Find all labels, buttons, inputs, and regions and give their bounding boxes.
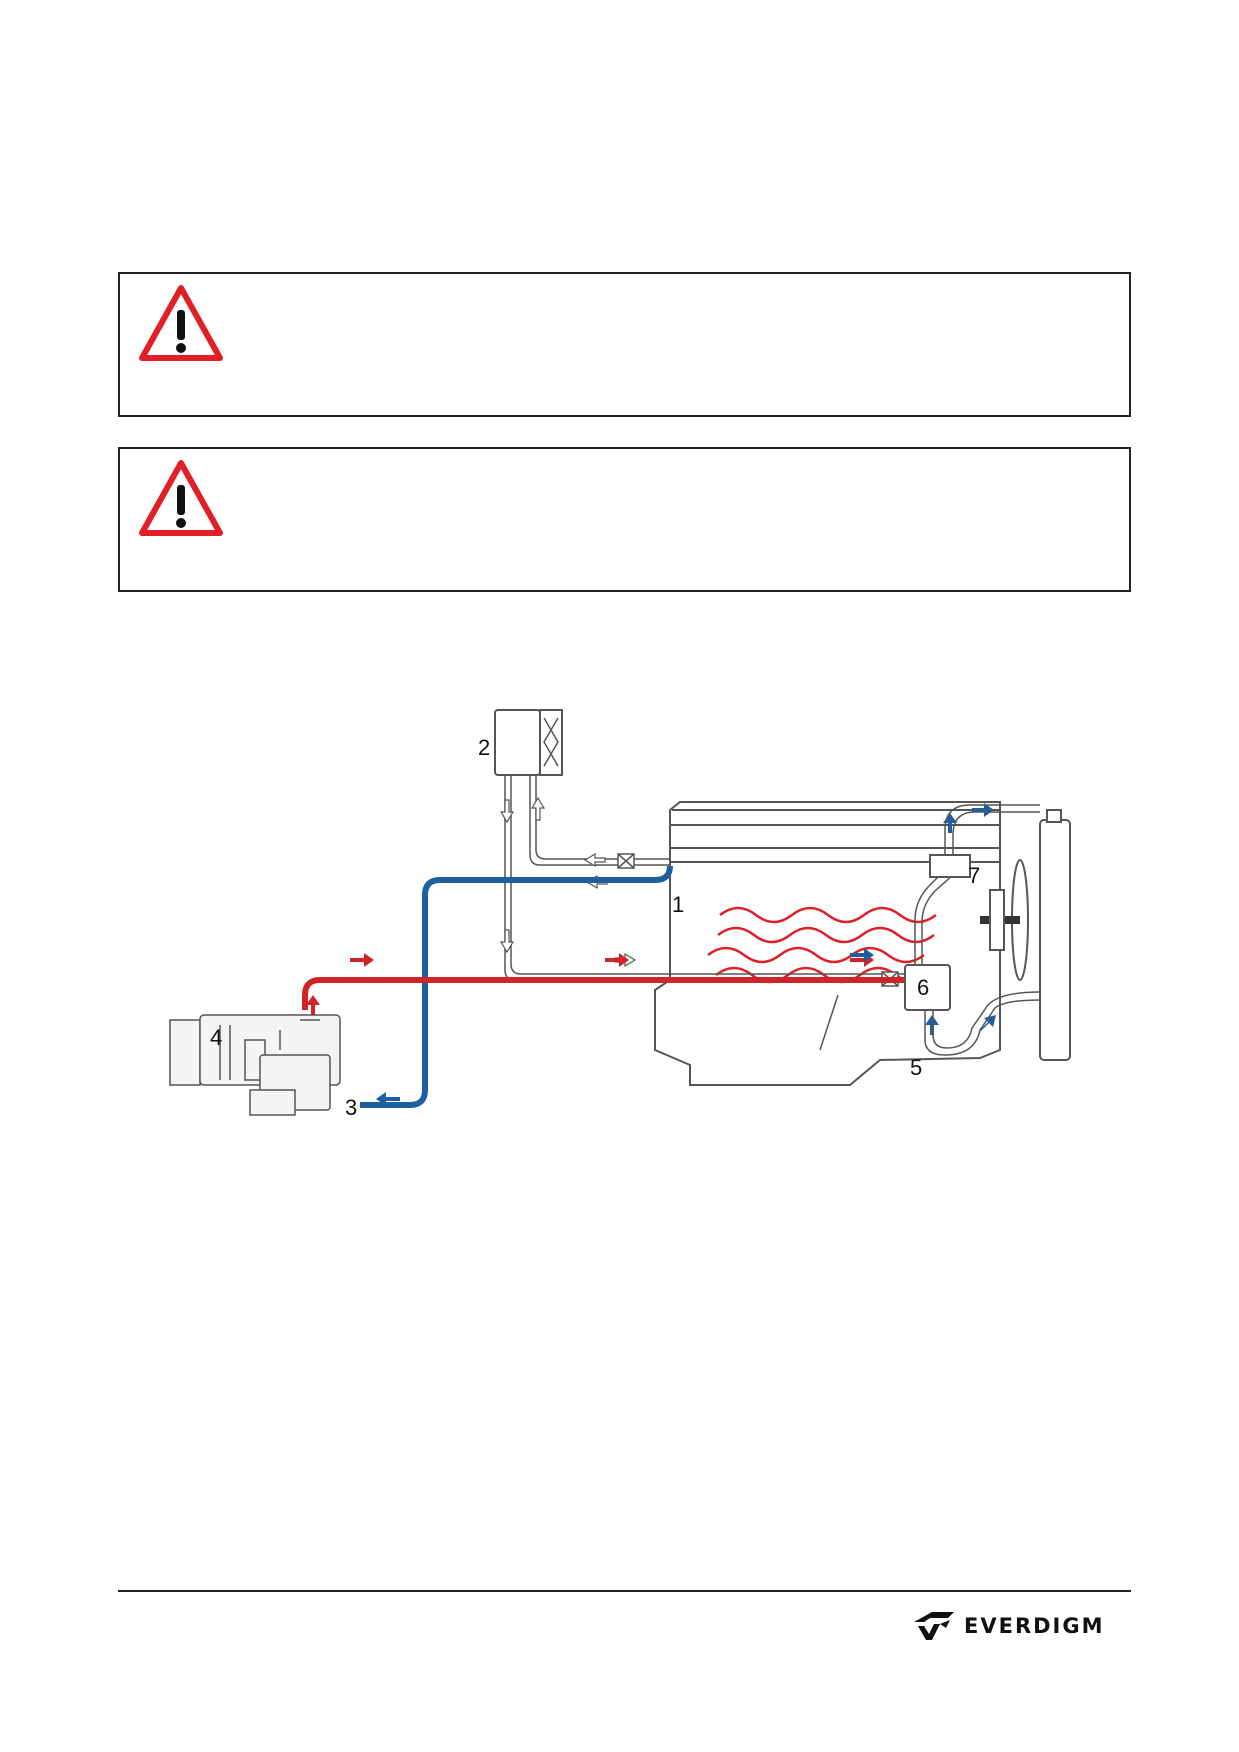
- label-7: 7: [968, 863, 980, 888]
- warning-triangle-icon: [139, 285, 223, 361]
- brand-name: EVERDIGM: [964, 1614, 1105, 1638]
- warning-triangle-icon: [139, 460, 223, 536]
- label-4: 4: [210, 1025, 222, 1050]
- engine-top-bar: [669, 847, 1001, 863]
- footer-rule: [118, 1590, 1131, 1592]
- warning-box: [118, 272, 1131, 417]
- engine-head: [670, 809, 1001, 826]
- everdigm-logo-icon: [914, 1612, 954, 1640]
- label-3: 3: [345, 1095, 357, 1120]
- radiator-fan: [980, 859, 1029, 981]
- water-pump: [904, 964, 951, 1011]
- thermostat-housing: [929, 854, 971, 878]
- label-5: 5: [910, 1055, 922, 1080]
- auxiliary-heater: [169, 1014, 341, 1116]
- label-2: 2: [478, 735, 490, 760]
- label-1: 1: [672, 892, 684, 917]
- engine-block: [654, 801, 1001, 1086]
- warning-box: [118, 447, 1131, 592]
- radiator: [1039, 819, 1071, 1061]
- brand-logo: EVERDIGM: [910, 1608, 1105, 1644]
- cold-coolant-line: [370, 865, 673, 1108]
- cab-heater: [494, 709, 563, 776]
- hot-coolant-line: [302, 977, 920, 1010]
- coolant-heating-diagram: 1 2 3 4 5 6 7: [169, 709, 1071, 1120]
- label-6: 6: [917, 975, 929, 1000]
- flow-arrows-blue: [376, 803, 996, 1106]
